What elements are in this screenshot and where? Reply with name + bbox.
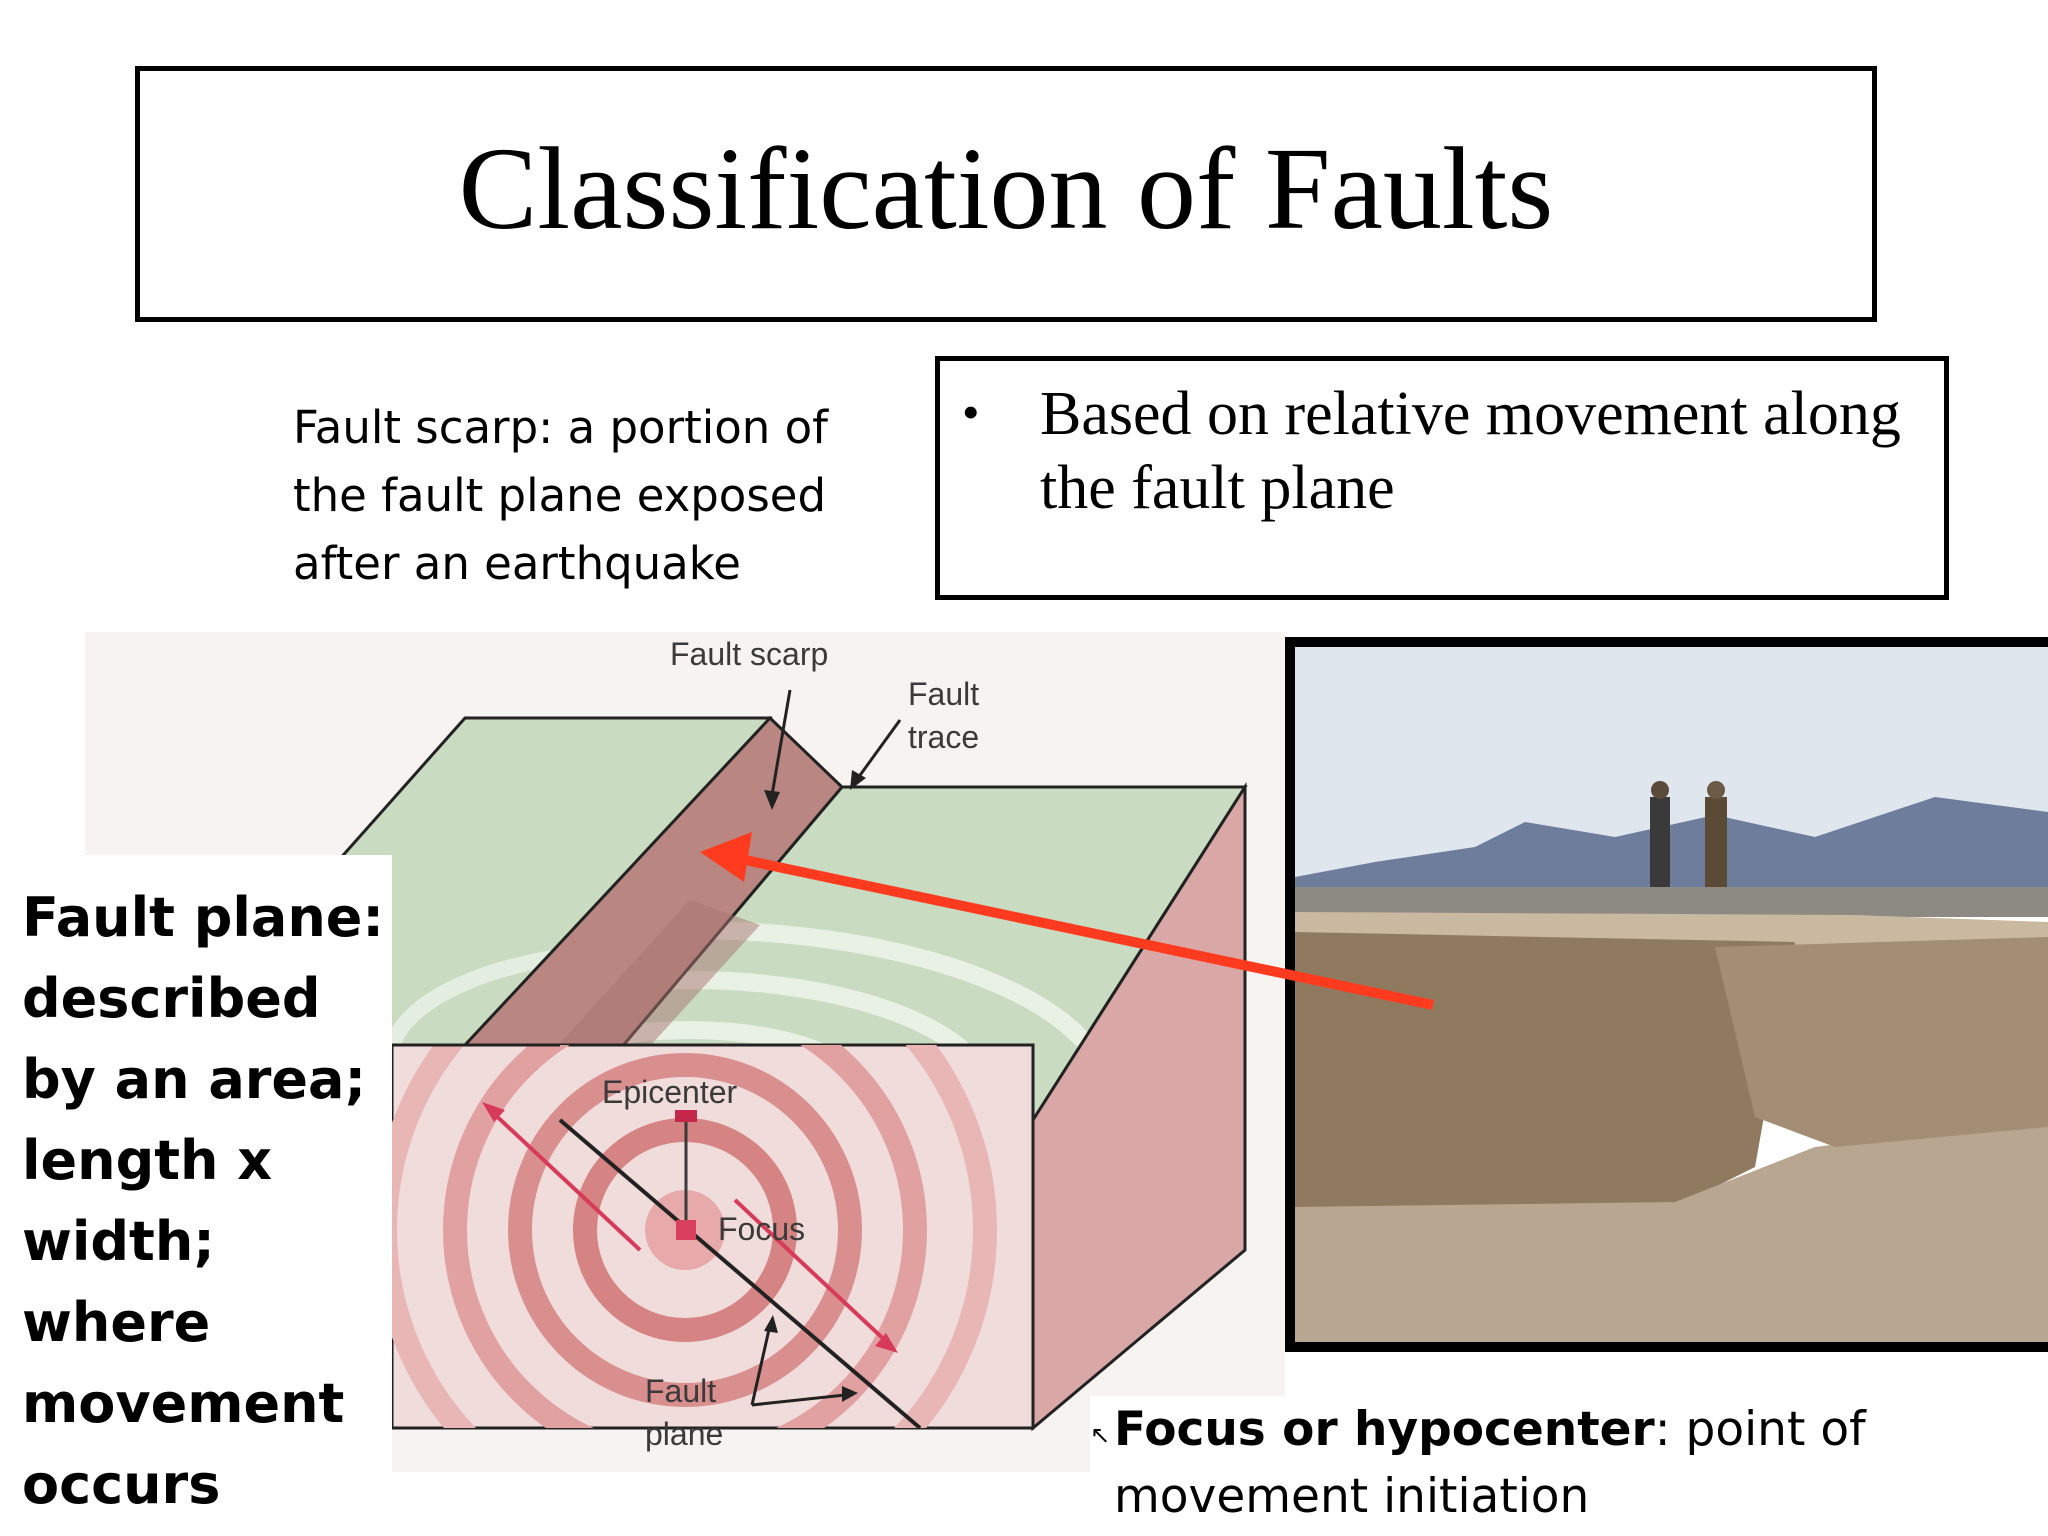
label-epicenter: Epicenter bbox=[602, 1074, 738, 1110]
title-box: Classification of Faults bbox=[135, 66, 1877, 322]
bullet-dot-icon: • bbox=[962, 384, 980, 440]
leader-plane-1 bbox=[750, 1324, 772, 1406]
focus-definition-rest: : point of movement initiation bbox=[1114, 1402, 1866, 1524]
slip-arrow-down-head bbox=[875, 1333, 898, 1353]
slip-arrow-down bbox=[733, 1198, 892, 1347]
photo-illustration bbox=[1295, 647, 2048, 1342]
photo-rubble bbox=[1715, 937, 2048, 1147]
fault-scarp-definition: Fault scarp: a portion of the fault plan… bbox=[293, 401, 828, 590]
focus-marker bbox=[676, 1220, 696, 1240]
leader-trace-head bbox=[850, 770, 866, 790]
leader-scarp-head bbox=[764, 790, 780, 810]
label-focus: Focus bbox=[718, 1211, 805, 1247]
slip-arrow-up bbox=[488, 1108, 642, 1252]
focus-term: Focus or hypocenter bbox=[1114, 1402, 1655, 1457]
focus-definition-text: Focus or hypocenter: point of movement i… bbox=[1114, 1396, 2014, 1530]
label-trace: trace bbox=[908, 719, 979, 755]
slide-title: Classification of Faults bbox=[458, 123, 1554, 254]
photo-mountains bbox=[1295, 797, 2048, 907]
person-1 bbox=[1650, 797, 1670, 887]
label-fault-scarp: Fault scarp bbox=[670, 636, 828, 672]
fault-scarp-photo bbox=[1285, 637, 2048, 1352]
photo-horizon bbox=[1295, 887, 2048, 917]
small-arrow-icon: ↖ bbox=[1090, 1421, 1111, 1449]
photo-scarp-face bbox=[1295, 932, 1795, 1217]
photo-ground bbox=[1295, 1117, 2048, 1342]
fault-plane-line bbox=[558, 1118, 922, 1430]
leader-plane-1-head bbox=[764, 1315, 778, 1333]
leader-scarp bbox=[770, 689, 792, 796]
label-fault: Fault bbox=[908, 676, 979, 712]
label-fault-plane-1: Fault bbox=[645, 1373, 716, 1409]
bullet-box: • Based on relative movement along the f… bbox=[935, 356, 1949, 600]
person-1-head bbox=[1651, 781, 1669, 799]
leader-plane-2 bbox=[751, 1393, 846, 1407]
fault-plane-definition: Fault plane: described by an area; lengt… bbox=[0, 855, 392, 1536]
person-2-head bbox=[1707, 781, 1725, 799]
leader-plane-2-head bbox=[842, 1386, 858, 1402]
slip-arrow-up-head bbox=[482, 1102, 505, 1122]
fault-scarp-shade bbox=[545, 900, 760, 1090]
bullet-text: Based on relative movement along the fau… bbox=[1040, 380, 1901, 522]
label-fault-plane-2: plane bbox=[645, 1416, 723, 1452]
focus-definition: ↖ Focus or hypocenter: point of movement… bbox=[1090, 1396, 2048, 1536]
leader-trace bbox=[856, 719, 902, 779]
epicenter-marker bbox=[675, 1110, 697, 1122]
person-2 bbox=[1705, 797, 1727, 887]
